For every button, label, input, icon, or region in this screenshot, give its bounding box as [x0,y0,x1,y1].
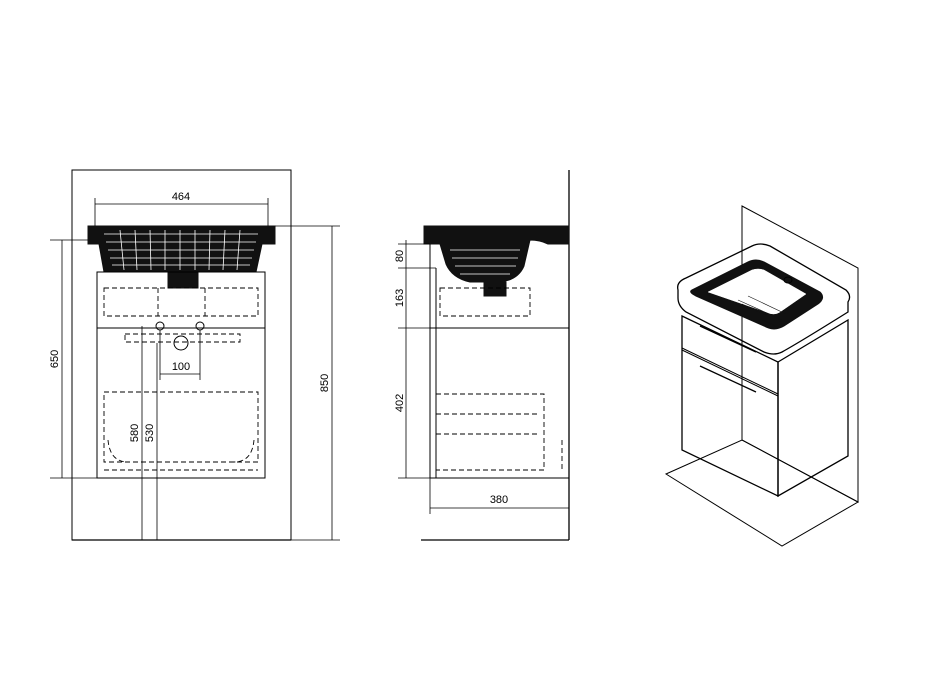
dim-580-530: 580 530 [129,326,158,540]
side-view: 80 163 402 380 [394,170,570,541]
iso-lower-handle [699,365,757,393]
iso-cabinet-front [681,314,779,498]
front-drain-outlet [173,335,189,351]
dim-100-label: 100 [172,361,190,373]
dim-80-label: 80 [394,250,406,262]
iso-floor [664,439,860,547]
front-drain-hole-right [195,321,205,331]
front-siphon [167,271,199,289]
dim-464: 464 [94,191,269,226]
side-basin-pattern [450,247,566,275]
dim-163-label: 163 [394,289,406,307]
dim-402-label: 402 [394,394,406,412]
isometric-view [664,205,860,547]
dim-100: 100 [159,330,201,380]
side-upper-drawer [439,287,531,317]
dim-side-vertical: 80 163 402 [394,240,436,479]
side-siphon [483,281,507,297]
dim-380-label: 380 [490,494,508,506]
front-view: 464 650 850 100 580 530 [49,169,340,541]
front-drain-hole-left [155,321,165,331]
front-upper-drawer [103,287,259,343]
iso-tap-hole [783,276,793,284]
front-basin-pattern [104,229,258,271]
front-lower-drawer [103,391,259,471]
side-lower-drawer [436,393,563,471]
front-basin [87,225,276,289]
dim-850: 850 [275,225,340,541]
dim-380: 380 [429,478,569,514]
iso-basin-top [677,243,851,355]
iso-upper-handle [699,325,757,353]
dim-650: 650 [49,239,97,479]
dim-530-label: 530 [144,424,156,442]
dim-850-label: 850 [319,374,331,392]
dim-650-label: 650 [49,350,61,368]
dim-580-label: 580 [129,424,141,442]
iso-wall-panel [741,205,859,503]
front-cabinet [96,271,266,479]
iso-cabinet-side [777,318,849,498]
dim-464-label: 464 [172,191,190,203]
side-basin [423,225,570,297]
